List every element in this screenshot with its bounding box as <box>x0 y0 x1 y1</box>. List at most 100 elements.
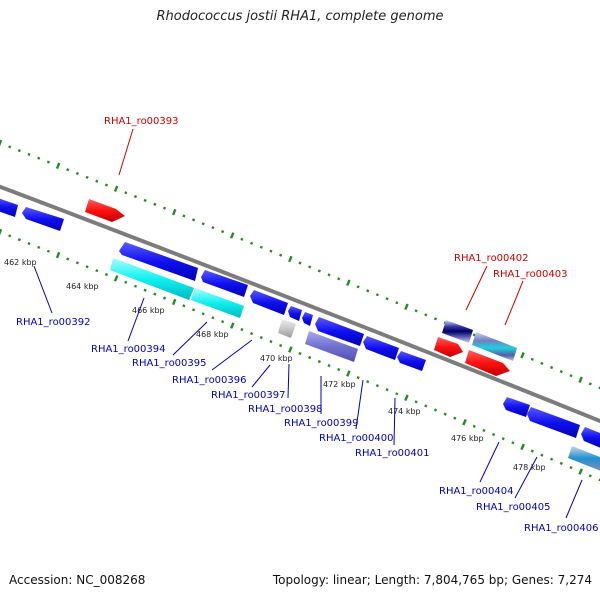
tick-dash <box>501 437 505 441</box>
tick-dash <box>559 370 563 374</box>
tick-dash <box>559 461 563 465</box>
gene-label-ro00404: RHA1_ro00404 <box>439 486 514 497</box>
tick-dash <box>182 214 186 218</box>
tick-dash <box>240 237 244 241</box>
map-title: Rhodococcus jostii RHA1, complete genome <box>156 9 444 24</box>
tick-dash <box>404 303 409 311</box>
tick-dash <box>85 265 89 269</box>
tick-label-472: 472 kbp <box>323 380 356 389</box>
tick-dash <box>259 335 263 340</box>
gene-arrow-ro00399a <box>288 306 302 321</box>
tick-dash <box>182 304 186 308</box>
tick-dash <box>37 156 41 160</box>
tick-dash <box>482 428 486 433</box>
tick-dash <box>153 202 157 206</box>
leader-line-ro00400 <box>355 379 364 430</box>
leader-line-ro00398 <box>287 363 290 399</box>
tick-dash <box>240 327 244 332</box>
tick-dash <box>366 289 370 293</box>
tick-track-outer <box>0 139 600 390</box>
tick-dash <box>27 241 31 246</box>
tick-dash <box>395 301 399 305</box>
tick-dash <box>443 412 447 416</box>
leader-line-ro00393 <box>118 128 134 176</box>
gene-arrow-ro00397 <box>250 290 288 315</box>
gene-label-ro00406: RHA1_ro00406 <box>524 523 599 534</box>
leader-line-ro00395 <box>172 321 208 356</box>
tick-dash <box>269 249 273 253</box>
tick-label-476: 476 kbp <box>451 434 484 443</box>
tick-label-462: 462 kbp <box>4 258 37 267</box>
tick-dash <box>520 443 525 451</box>
tick-dash <box>46 160 50 164</box>
tick-dash <box>211 226 215 230</box>
leader-line-ro00406 <box>565 479 583 519</box>
tick-dash <box>201 222 205 226</box>
tick-dash <box>229 232 235 239</box>
tick-dash <box>211 316 215 320</box>
tick-dash <box>279 343 283 348</box>
gene-label-ro00394: RHA1_ro00394 <box>91 344 166 355</box>
gene-arrow-ro00399b <box>302 312 313 326</box>
tick-dash <box>143 198 147 203</box>
gene-arrow-ro00402 <box>442 320 473 343</box>
topology-text: Topology: linear; Length: 7,804,765 bp; … <box>272 573 592 587</box>
leader-line-ro00405 <box>514 456 538 499</box>
gene-arrow-left-1 <box>0 198 18 217</box>
gene-arrow-red-small <box>434 337 463 357</box>
tick-dash <box>8 145 12 149</box>
tick-dash <box>229 322 235 329</box>
tick-dash <box>375 384 379 388</box>
tick-dash <box>385 388 389 392</box>
tick-dash <box>0 139 3 147</box>
tick-dash <box>356 285 360 289</box>
tick-dash <box>308 355 312 360</box>
tick-dash <box>288 346 293 353</box>
tick-dash <box>598 386 600 390</box>
tick-dash <box>269 339 273 344</box>
gene-arrow-ro00393 <box>85 199 125 222</box>
tick-dash <box>424 313 428 317</box>
accession-text: Accession: NC_008268 <box>9 573 146 587</box>
tick-label-470: 470 kbp <box>260 354 293 363</box>
gene-arrow-ro00404 <box>503 397 530 417</box>
tick-dash <box>472 333 476 337</box>
tick-dash <box>346 279 351 287</box>
tick-dash <box>530 357 534 361</box>
tick-dash <box>221 229 225 234</box>
tick-label-466: 466 kbp <box>132 306 165 315</box>
tick-dash <box>104 183 109 187</box>
tick-dash <box>8 234 12 238</box>
tick-dash <box>75 171 79 176</box>
gene-arrow-ro00401 <box>397 351 426 371</box>
tick-dash <box>0 228 3 236</box>
tick-dash <box>337 277 341 281</box>
tick-dash <box>317 269 321 273</box>
tick-dash <box>366 380 370 384</box>
gene-label-ro00393: RHA1_ro00393 <box>104 116 179 127</box>
tick-dash <box>540 361 544 365</box>
tick-label-474: 474 kbp <box>388 407 421 416</box>
gene-arrow-red-right <box>465 350 510 376</box>
tick-dash <box>143 288 147 292</box>
reverse-genes <box>0 198 600 471</box>
gene-label-ro00400: RHA1_ro00400 <box>319 433 394 444</box>
tick-dash <box>317 359 321 364</box>
tick-dash <box>578 376 583 383</box>
tick-dash <box>191 218 196 222</box>
gene-arrow-ro00405 <box>527 407 580 438</box>
tick-dash <box>356 376 360 380</box>
tick-dash <box>598 478 600 482</box>
tick-dash <box>385 297 389 301</box>
tick-dash <box>530 449 534 453</box>
gene-labels: RHA1_ro00393 RHA1_ro00402 RHA1_ro00403 R… <box>16 116 599 534</box>
tick-dash <box>133 194 138 199</box>
gene-label-ro00398: RHA1_ro00398 <box>248 404 323 415</box>
tick-dash <box>433 408 438 412</box>
gene-arrow-ro00401a <box>363 336 399 360</box>
tick-dash <box>124 280 128 284</box>
tick-dash <box>298 351 302 356</box>
tick-dash <box>424 404 428 408</box>
tick-dash <box>259 245 263 249</box>
tick-dash <box>250 241 254 245</box>
